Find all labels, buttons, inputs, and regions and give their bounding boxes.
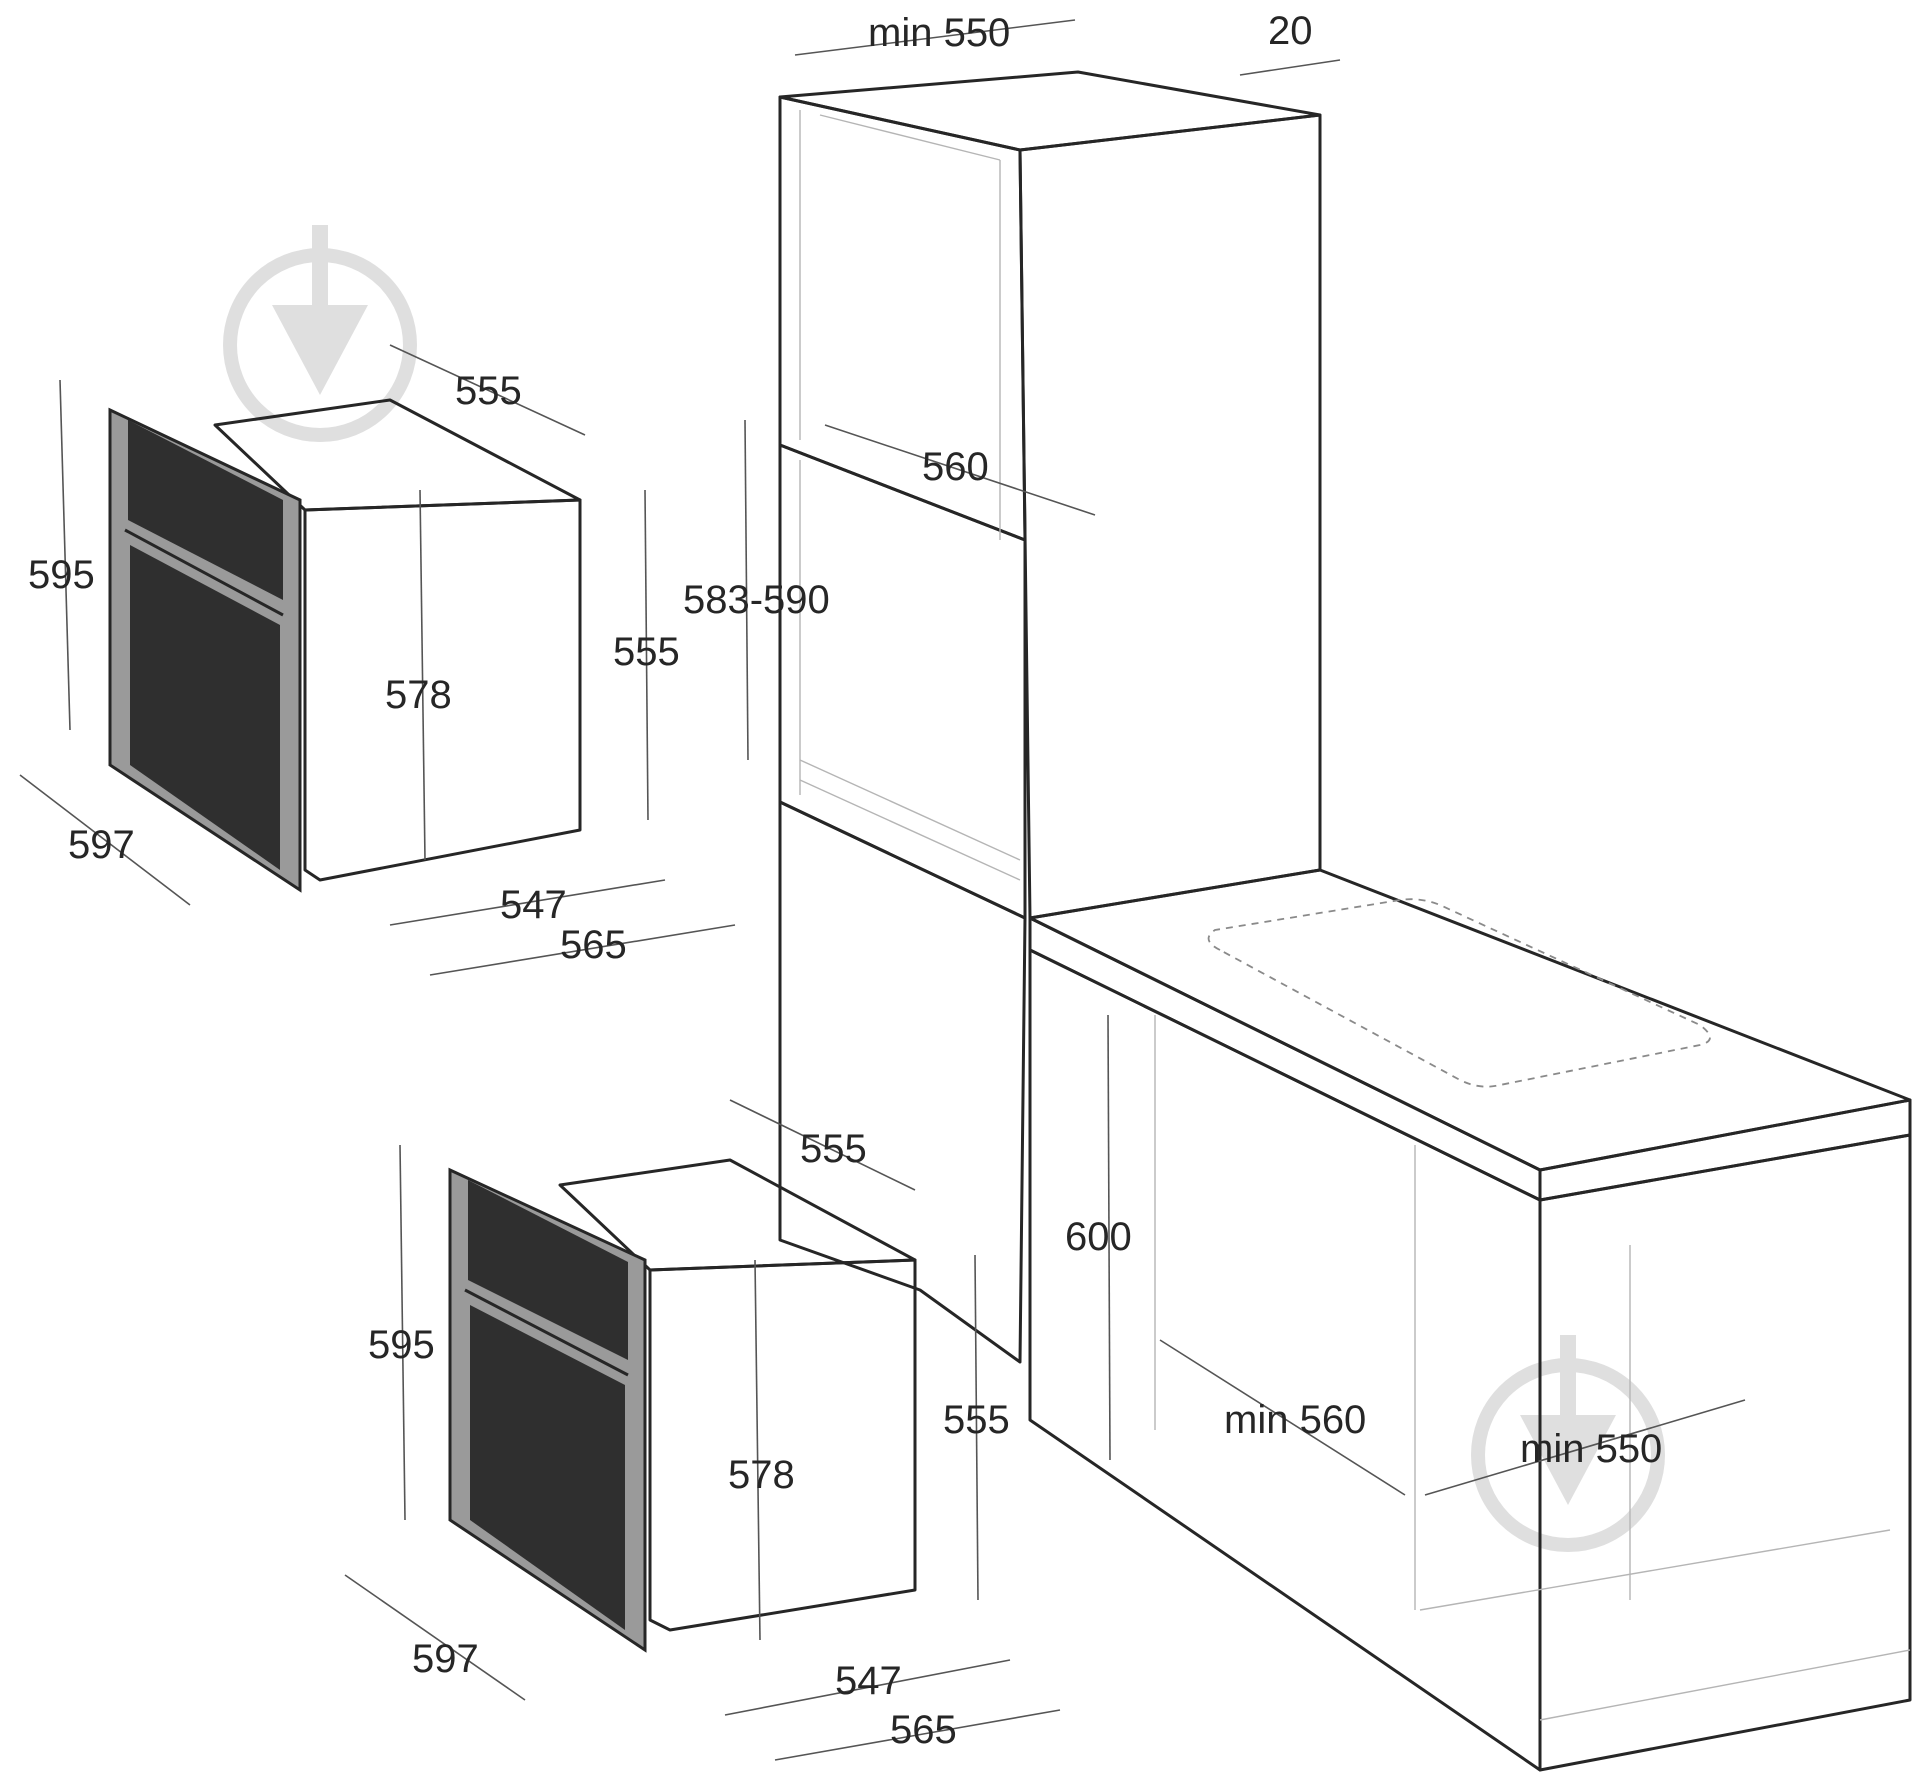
oven-bottom-depth-top: 555: [800, 1127, 867, 1171]
oven-bottom-width-front: 597: [412, 1637, 479, 1681]
dimension-lines: [19, 19, 1746, 1761]
dimension-labels: 595 555 555 578 597 547 565 595 555 555 …: [28, 9, 1662, 1752]
counter-depth-min: min 560: [1224, 1398, 1366, 1442]
counter-height: 600: [1065, 1215, 1132, 1259]
oven-bottom-depth-inner: 547: [835, 1659, 902, 1703]
oven-bottom-depth-total: 565: [890, 1708, 957, 1752]
oven-top-depth-top: 555: [455, 369, 522, 413]
column-opening-height: 583-590: [683, 578, 830, 622]
counter-width-min: min 550: [1520, 1427, 1662, 1471]
oven-top-height-inner: 578: [385, 673, 452, 717]
column-wall-gap: 20: [1268, 9, 1313, 53]
column-opening-depth: 560: [922, 445, 989, 489]
oven-bottom-height-body: 555: [943, 1398, 1010, 1442]
counter-cabinet: [1028, 868, 1912, 1772]
drop-watermark-icon: [1471, 1335, 1665, 1552]
oven-top-depth-total: 565: [560, 923, 627, 967]
oven-bottom-height-total: 595: [368, 1323, 435, 1367]
column-width-min: min 550: [868, 11, 1010, 55]
oven-top: [108, 398, 582, 893]
oven-top-depth-inner: 547: [500, 883, 567, 927]
oven-bottom-height-inner: 578: [728, 1453, 795, 1497]
drop-watermark-icon: [223, 225, 417, 442]
oven-top-width-front: 597: [68, 823, 135, 867]
oven-top-height-total: 595: [28, 553, 95, 597]
oven-top-height-body: 555: [613, 630, 680, 674]
oven-bottom: [448, 1158, 917, 1653]
